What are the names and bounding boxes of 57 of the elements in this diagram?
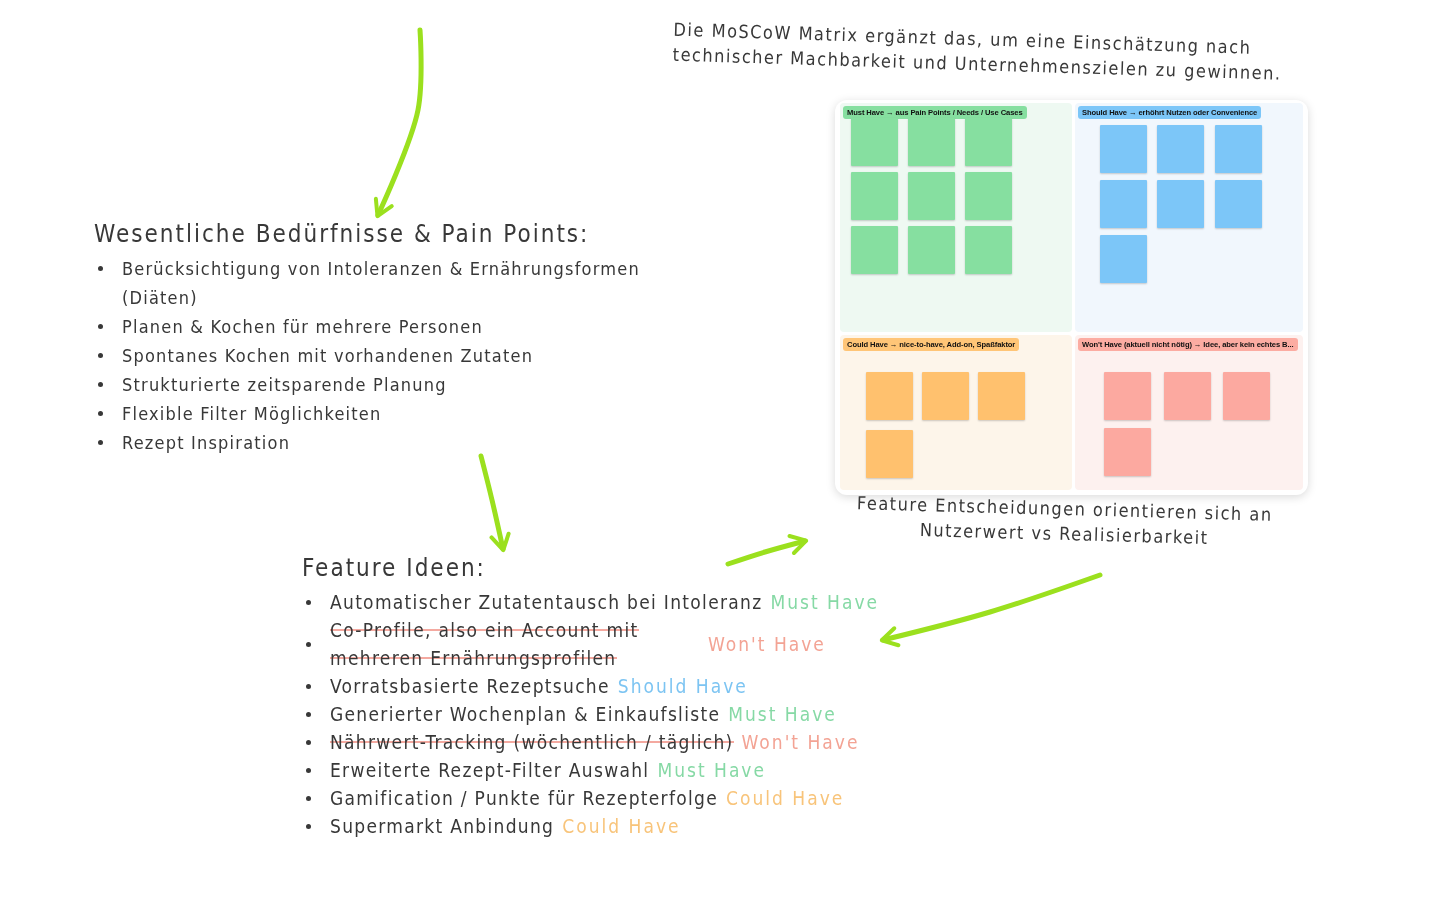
sticky-note (922, 372, 969, 420)
priority-tag: Must Have (657, 756, 766, 784)
feature-text: Vorratsbasierte Rezeptsuche (330, 674, 610, 699)
sticky-note (908, 226, 955, 274)
sticky-note (1100, 180, 1147, 228)
feature-text: Automatischer Zutatentausch bei Intoleranz (330, 590, 763, 615)
sticky-note (1104, 428, 1151, 476)
feature-text: Supermarkt Anbindung (330, 814, 555, 839)
annotation-text: Feature Entscheidungen orientieren sich an Nutzerwert vs Realisierbarkeit (855, 491, 1274, 550)
arrow (478, 453, 511, 553)
arrow (373, 27, 424, 219)
priority-tag: Could Have (726, 784, 845, 812)
sticky-note (1164, 372, 1211, 420)
sticky-note (851, 172, 898, 220)
sticky-note (965, 226, 1012, 274)
sticky-note (1223, 372, 1270, 420)
bullet-item: Strukturierte zeitsparende Planung (94, 370, 696, 399)
sticky-note (866, 430, 913, 478)
feature-text: Gamification / Punkte für Rezepterfolge (330, 786, 719, 811)
priority-tag: Should Have (617, 672, 748, 700)
quadrant-panel (1075, 103, 1303, 332)
section-heading: Wesentliche Bedürfnisse & Pain Points: (94, 220, 590, 248)
sticky-note (1157, 125, 1204, 173)
bullet-item: Planen & Kochen für mehrere Personen (94, 312, 696, 341)
sticky-note (851, 118, 898, 166)
sticky-note (1104, 372, 1151, 420)
feature-text: Erweiterte Rezept-Filter Auswahl (330, 758, 650, 783)
priority-tag: Could Have (562, 812, 681, 840)
bullet-item: Spontanes Kochen mit vorhandenen Zutaten (94, 341, 696, 370)
sticky-note (1215, 125, 1262, 173)
sticky-note (965, 172, 1012, 220)
sticky-note (1215, 180, 1262, 228)
feature-text: Generierter Wochenplan & Einkaufsliste (330, 702, 721, 727)
sticky-note (965, 118, 1012, 166)
annotation-text: Die MoSCoW Matrix ergänzt das, um eine Einschätzung nach technischer Machbarkeit und Unternehmenszielen zu gewinnen. (672, 17, 1283, 86)
sticky-note (908, 118, 955, 166)
arrow (879, 572, 1103, 648)
bullet-item: Rezept Inspiration (94, 428, 696, 457)
sticky-note (851, 226, 898, 274)
quadrant-panel (840, 103, 1072, 332)
sticky-note (866, 372, 913, 420)
sticky-note (1157, 180, 1204, 228)
bullet-item: Flexible Filter Möglichkeiten (94, 399, 696, 428)
priority-tag: Must Have (770, 588, 880, 616)
arrow (725, 534, 809, 567)
sticky-note (1100, 125, 1147, 173)
priority-tag: Won't Have (708, 630, 826, 658)
quadrant-panel (840, 335, 1072, 490)
moscow-board (835, 100, 1308, 495)
priority-tag: Must Have (728, 700, 837, 728)
section-heading: Feature Ideen: (302, 554, 486, 582)
bullet-item: Berücksichtigung von Intoleranzen & Ernährungsformen (Diäten) (94, 254, 696, 312)
priority-tag: Won't Have (741, 728, 860, 756)
quadrant-panel (1075, 335, 1303, 490)
sticky-note (908, 172, 955, 220)
sticky-note (978, 372, 1025, 420)
sticky-note (1100, 235, 1147, 283)
